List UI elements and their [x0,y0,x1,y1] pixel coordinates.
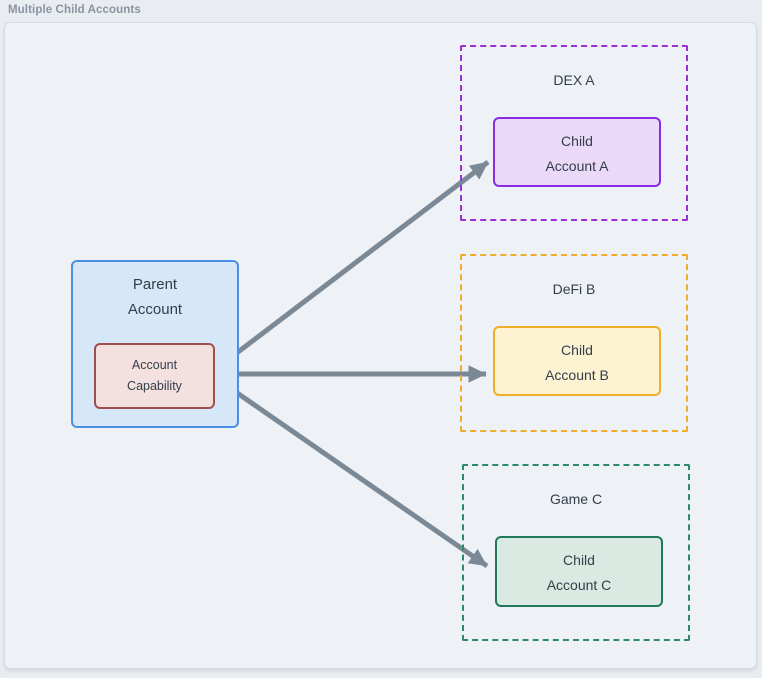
child-account-b-label: Child Account B [545,342,609,383]
child-account-b-node[interactable]: Child Account B [493,326,661,396]
zone-defi-b: DeFi B Child Account B [460,254,688,432]
zone-dex-a-label: DEX A [553,72,595,88]
zone-game-c: Game C Child Account C [462,464,690,641]
parent-account-label: Parent Account [127,276,183,318]
zone-dex-a: DEX A Child Account A [460,45,688,221]
child-account-c-label: Child Account C [546,552,612,593]
child-account-c-node[interactable]: Child Account C [495,536,663,607]
zone-defi-b-label: DeFi B [552,281,596,297]
child-account-a-node[interactable]: Child Account A [493,117,661,187]
diagram-title: Multiple Child Accounts [8,4,141,16]
parent-account-node[interactable]: Parent Account Account Capability [71,260,239,428]
account-capability-node[interactable]: Account Capability [94,343,215,409]
diagram-canvas: Parent Account Account Capability DEX A … [4,22,757,669]
arrow-to-child-account-a [215,160,490,370]
zone-game-c-label: Game C [549,491,603,507]
account-capability-label: Account Capability [127,358,182,393]
arrow-to-child-account-c [215,376,489,569]
child-account-a-label: Child Account A [545,133,609,174]
